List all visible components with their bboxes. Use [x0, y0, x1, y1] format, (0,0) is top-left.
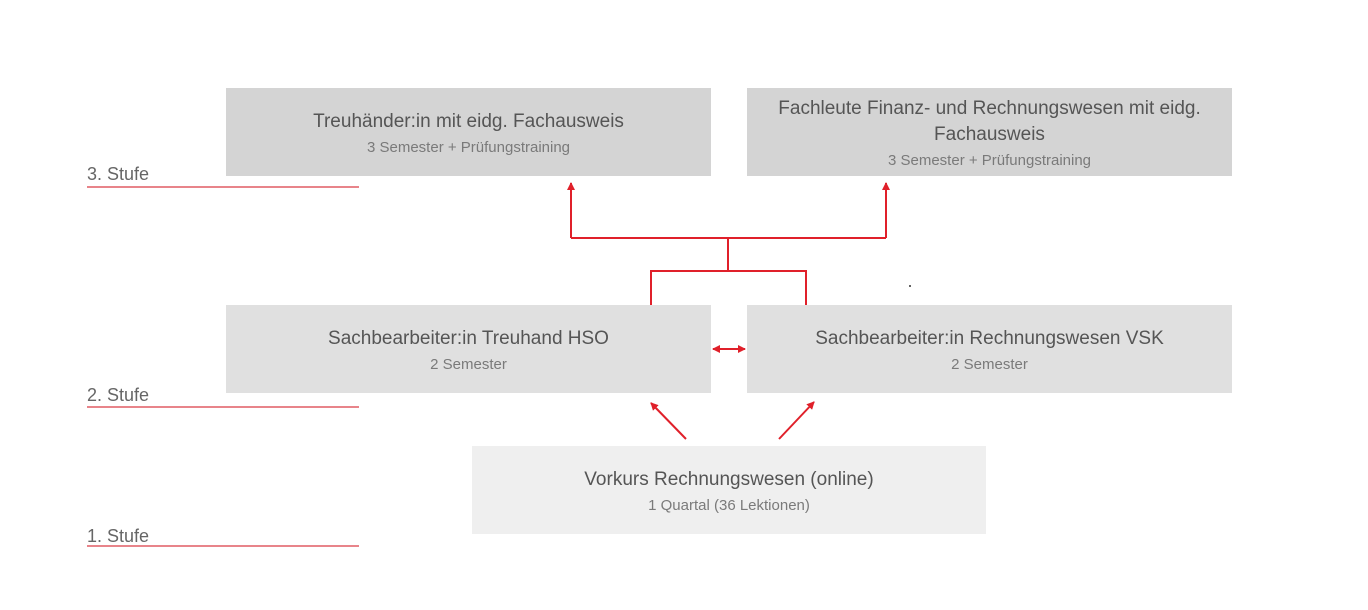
box-sachbearbeiter-rechnungswesen: Sachbearbeiter:in Rechnungswesen VSK 2 S…	[747, 305, 1232, 393]
box-title: Fachleute Finanz- und Rechnungswesen mit…	[778, 97, 1201, 145]
box-sachbearbeiter-treuhand: Sachbearbeiter:in Treuhand HSO 2 Semeste…	[226, 305, 711, 393]
arrow-vorkurs-to-treuhand	[650, 402, 687, 440]
box-subtitle: 1 Quartal (36 Lektionen)	[648, 496, 810, 514]
level-underline	[87, 406, 359, 408]
level-label-2: 2. Stufe	[87, 385, 150, 405]
box-title: Sachbearbeiter:in Rechnungswesen VSK	[815, 327, 1164, 349]
level-underline	[87, 545, 359, 547]
box-fachleute: Fachleute Finanz- und Rechnungswesen mit…	[747, 88, 1232, 176]
stray-dot	[909, 285, 911, 287]
box-vorkurs: Vorkurs Rechnungswesen (online) 1 Quarta…	[472, 446, 986, 534]
box-subtitle: 3 Semester + Prüfungstraining	[366, 138, 571, 156]
box-treuhaender: Treuhänder:in mit eidg. Fachausweis 3 Se…	[226, 88, 711, 176]
level-label-3: 3. Stufe	[87, 164, 150, 184]
level-label-1: 1. Stufe	[87, 526, 150, 546]
level-underline	[87, 186, 359, 188]
arrow-vorkurs-to-rechnungswesen	[778, 401, 815, 440]
connector-top-bar	[571, 237, 886, 305]
box-subtitle: 3 Semester + Prüfungstraining	[887, 151, 1092, 169]
box-title: Vorkurs Rechnungswesen (online)	[584, 468, 874, 490]
box-subtitle: 2 Semester	[430, 355, 507, 373]
box-title: Treuhänder:in mit eidg. Fachausweis	[313, 110, 624, 132]
box-subtitle: 2 Semester	[951, 355, 1028, 373]
box-title: Sachbearbeiter:in Treuhand HSO	[328, 327, 609, 349]
